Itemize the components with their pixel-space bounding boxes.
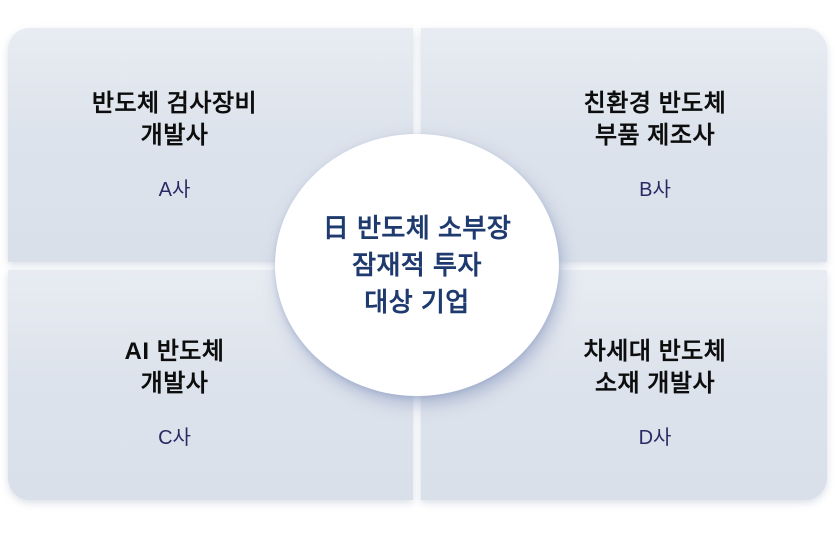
quadrant-top-left-title: 반도체 검사장비 개발사 bbox=[92, 88, 257, 152]
quadrant-top-left: 반도체 검사장비 개발사 A사 bbox=[8, 28, 413, 262]
quadrant-grid: 반도체 검사장비 개발사 A사 친환경 반도체 부품 제조사 B사 AI 반도체… bbox=[8, 28, 827, 500]
title-line-1: 차세대 반도체 bbox=[583, 338, 727, 365]
title-line-1: AI 반도체 bbox=[124, 338, 225, 365]
center-circle-text: 日 반도체 소부장 잠재적 투자 대상 기업 bbox=[323, 210, 511, 321]
title-line-2: 부품 제조사 bbox=[594, 122, 716, 149]
quadrant-bottom-left-title: AI 반도체 개발사 bbox=[125, 336, 225, 400]
center-line-3: 대상 기업 bbox=[364, 286, 470, 317]
title-line-1: 반도체 검사장비 bbox=[91, 90, 258, 117]
center-line-1: 日 반도체 소부장 bbox=[322, 212, 512, 243]
center-circle: 日 반도체 소부장 잠재적 투자 대상 기업 bbox=[275, 134, 559, 396]
quadrant-bottom-left-company-label: C사 bbox=[158, 427, 191, 449]
center-line-2: 잠재적 투자 bbox=[352, 249, 482, 280]
title-line-2: 개발사 bbox=[140, 122, 209, 149]
quadrant-top-right-title: 친환경 반도체 부품 제조사 bbox=[584, 88, 727, 152]
quadrant-bottom-right-company-label: D사 bbox=[638, 427, 672, 449]
title-line-2: 소재 개발사 bbox=[594, 370, 716, 397]
title-line-1: 친환경 반도체 bbox=[583, 90, 727, 117]
quadrant-top-left-company-label: A사 bbox=[158, 179, 191, 201]
title-line-2: 개발사 bbox=[140, 370, 209, 397]
quadrant-top-right-company-label: B사 bbox=[639, 179, 671, 201]
quadrant-bottom-right-title: 차세대 반도체 소재 개발사 bbox=[584, 336, 727, 400]
